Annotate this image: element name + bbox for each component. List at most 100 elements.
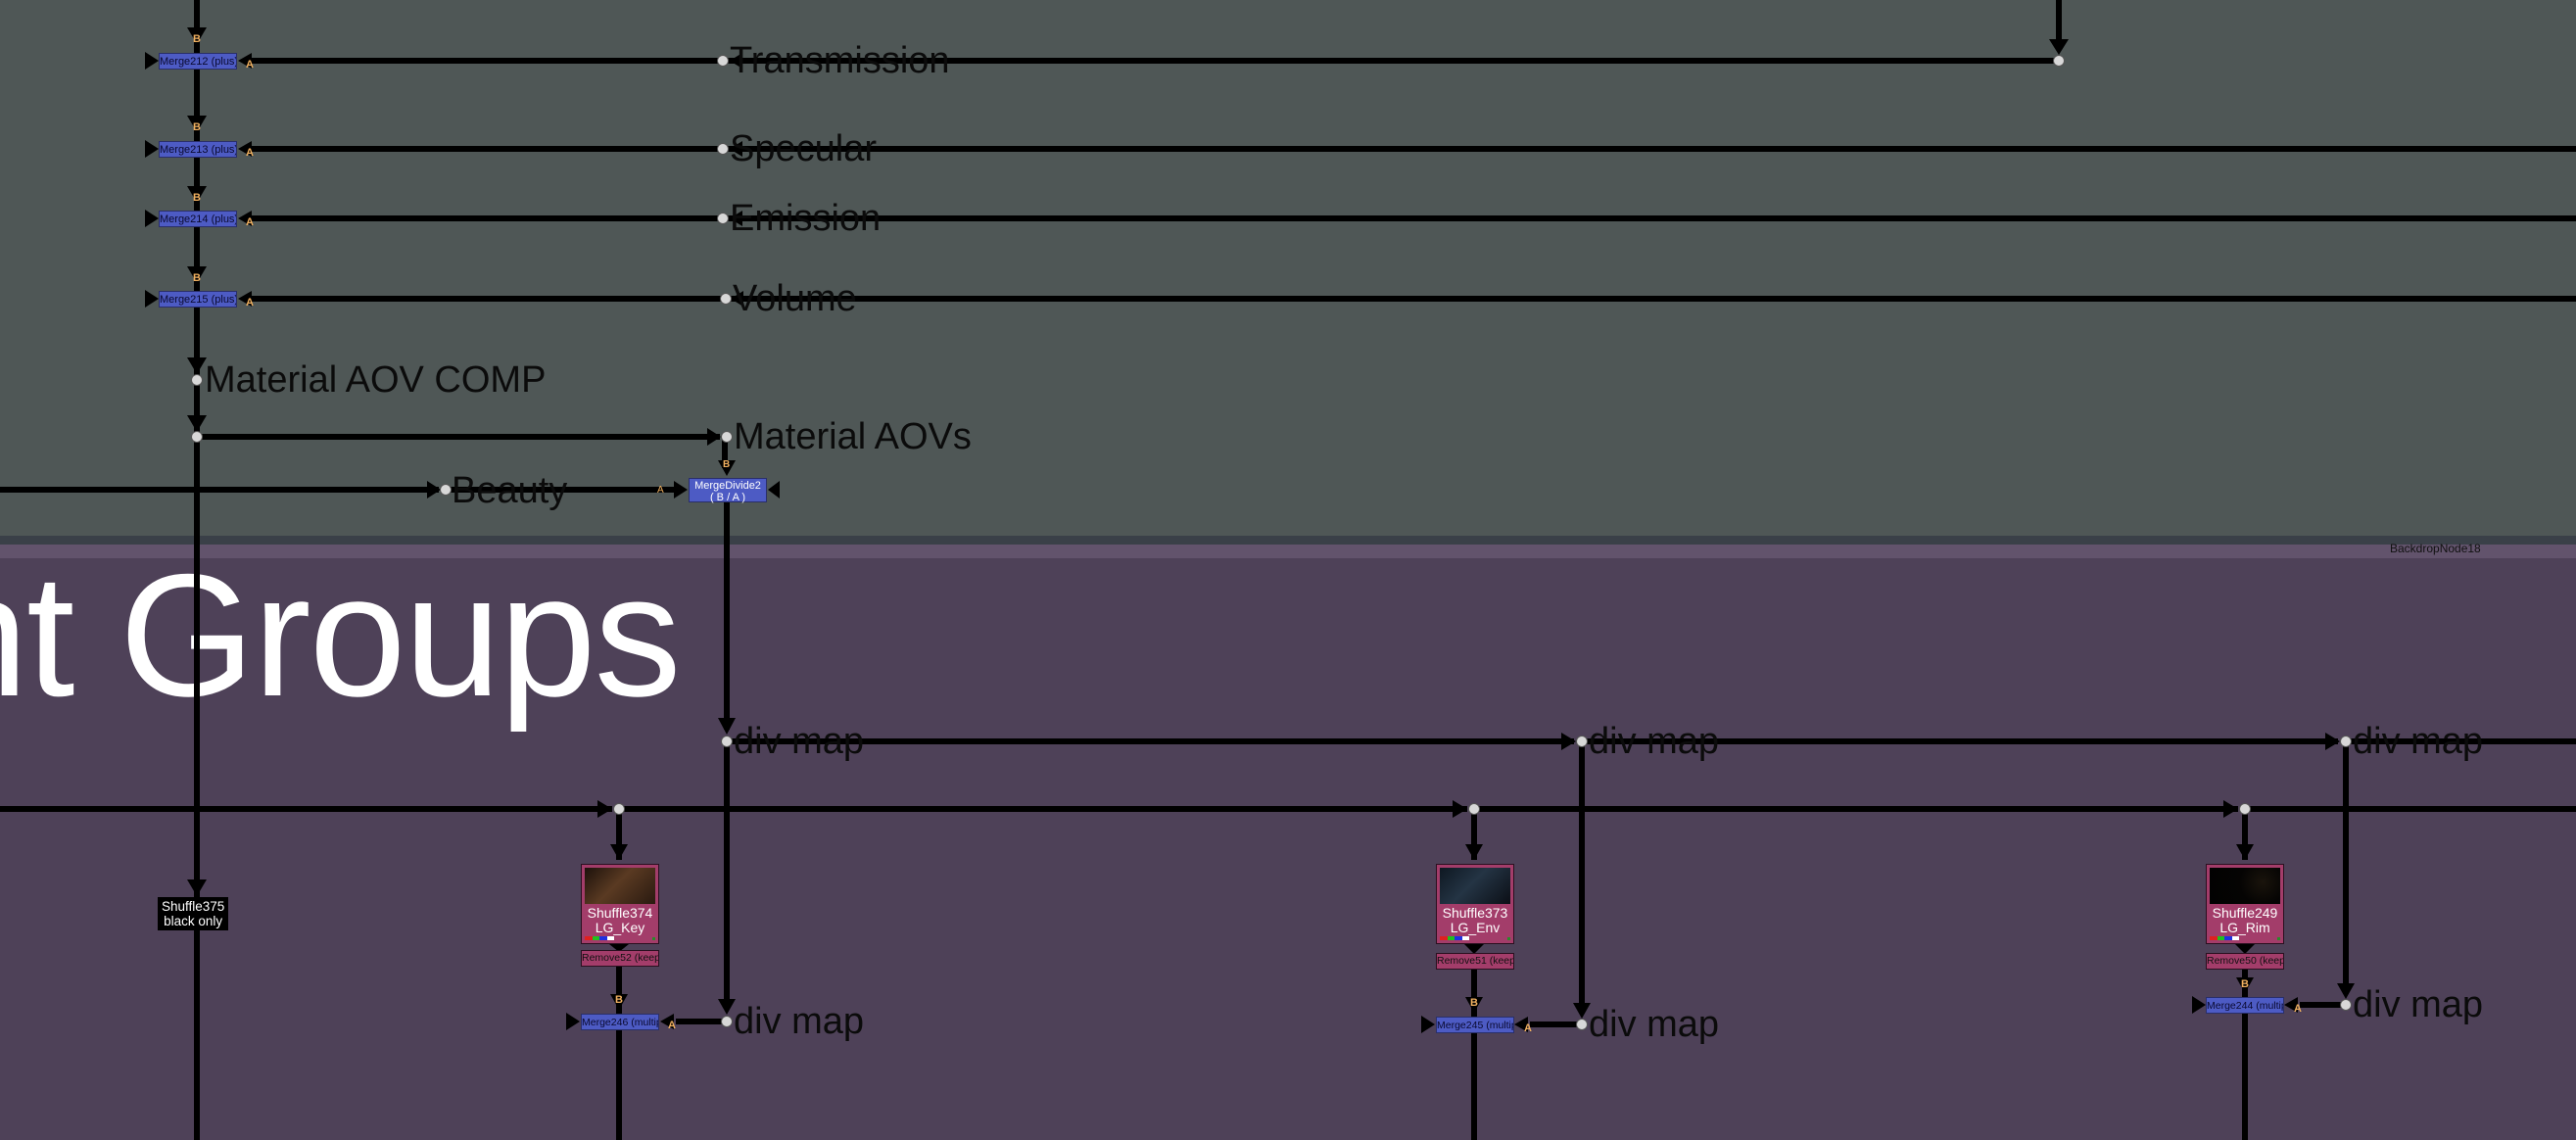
arrow-icon — [1465, 997, 1483, 1013]
input-b-label: B — [2241, 978, 2249, 990]
arrow-icon — [187, 186, 207, 203]
merge-node[interactable]: Merge214 (plus) — [159, 211, 237, 227]
dot-label-div-map[interactable]: div map — [2353, 984, 2484, 1025]
dot-label-transmission[interactable]: Transmission — [730, 40, 950, 81]
merge-node[interactable]: Merge212 (plus) — [159, 53, 237, 70]
arrow-icon — [610, 994, 628, 1010]
dot-label-div-map[interactable]: div map — [1589, 721, 1720, 762]
arrow-icon — [187, 415, 207, 432]
input-a-label: A — [246, 297, 254, 309]
input-a-label: A — [657, 485, 664, 496]
dot-label-emission[interactable]: Emission — [730, 198, 882, 239]
material-aov-backdrop[interactable] — [0, 0, 2576, 536]
arrow-icon — [187, 879, 207, 896]
shuffle-black-node[interactable]: Shuffle375 black only — [158, 897, 229, 930]
arrow-icon — [660, 1014, 674, 1029]
arrow-icon — [1573, 1003, 1591, 1019]
input-b-label: B — [193, 33, 201, 45]
dot-node — [440, 484, 452, 496]
arrow-icon — [1561, 733, 1576, 750]
dot-node — [720, 293, 732, 305]
arrow-icon — [2236, 844, 2254, 860]
merge-divide-name: MergeDivide2 — [694, 480, 761, 492]
merge-multiply-node[interactable]: Merge246 (multiply) — [581, 1014, 659, 1030]
input-b-label: B — [193, 121, 201, 133]
dot-label-material-aov-comp[interactable]: Material AOV COMP — [205, 359, 547, 401]
remove-node[interactable]: Remove52 (keep) — [581, 950, 659, 967]
arrow-icon — [610, 844, 628, 860]
dot-label-div-map[interactable]: div map — [734, 1001, 865, 1042]
dot-label-div-map[interactable]: div map — [734, 721, 865, 762]
thumbnail-image — [1440, 868, 1510, 904]
light-groups-backdrop[interactable] — [0, 558, 2576, 1140]
input-b-label: B — [193, 192, 201, 204]
arrow-icon — [238, 141, 252, 157]
arrow-icon — [187, 357, 207, 374]
dot-node — [613, 803, 625, 815]
arrow-icon — [731, 291, 743, 307]
arrow-icon — [187, 27, 207, 44]
merge-node[interactable]: Merge213 (plus) — [159, 141, 237, 158]
backdrop-node-label: BackdropNode18 — [2390, 542, 2481, 555]
merge-node[interactable]: Merge215 (plus) — [159, 291, 237, 308]
arrow-icon — [2236, 977, 2254, 993]
merge-multiply-node[interactable]: Merge245 (multiply) — [1436, 1017, 1514, 1033]
remove-node[interactable]: Remove50 (keep) — [2206, 953, 2284, 970]
arrow-icon — [1465, 844, 1483, 860]
shuffle-name: Shuffle375 — [162, 899, 225, 914]
dot-node — [721, 431, 733, 443]
dot-node — [2239, 803, 2251, 815]
dot-label-volume[interactable]: Volume — [733, 278, 857, 319]
shuffle-label: black only — [164, 914, 223, 928]
arrow-icon — [718, 460, 736, 476]
channel-indicator — [1440, 936, 1469, 940]
dot-node — [721, 1016, 733, 1027]
dot-node — [717, 143, 729, 155]
backdrop-title: nt Groups — [0, 538, 682, 733]
arrow-icon — [2284, 997, 2298, 1013]
merge-divide-node[interactable]: MergeDivide2 ( B / A ) — [689, 478, 767, 503]
dot-label-div-map[interactable]: div map — [2353, 721, 2484, 762]
arrow-icon — [730, 53, 742, 69]
dot-node — [191, 374, 203, 386]
dot-node — [1576, 1019, 1588, 1030]
arrow-icon — [238, 211, 252, 226]
dot-node — [2340, 736, 2352, 747]
arrow-icon — [1464, 944, 1484, 954]
thumbnail-image — [585, 868, 655, 904]
arrow-icon — [2049, 39, 2069, 55]
dot-node — [191, 431, 203, 443]
arrow-icon — [707, 428, 721, 446]
dot-node — [717, 55, 729, 67]
channel-indicator — [2210, 936, 2239, 940]
input-a-label: A — [246, 59, 254, 71]
merge-multiply-node[interactable]: Merge244 (multiply) — [2206, 997, 2284, 1014]
dot-node — [1576, 736, 1588, 747]
arrow-icon — [609, 944, 629, 952]
arrow-icon — [730, 211, 742, 226]
dot-label-specular[interactable]: Specular — [730, 128, 877, 169]
backdrop-header[interactable] — [0, 545, 2576, 558]
status-indicator — [2277, 937, 2280, 940]
remove-node[interactable]: Remove51 (keep) — [1436, 953, 1514, 970]
input-a-label: A — [2294, 1003, 2302, 1015]
input-b-label: B — [1470, 997, 1478, 1009]
thumbnail-image — [2210, 868, 2280, 904]
arrow-icon — [1514, 1017, 1528, 1032]
dot-label-div-map[interactable]: div map — [1589, 1004, 1720, 1045]
input-a-label: A — [668, 1020, 676, 1031]
dot-label-beauty[interactable]: Beauty — [452, 470, 568, 511]
status-indicator — [652, 937, 655, 940]
arrow-icon — [2235, 944, 2255, 954]
dot-node — [2053, 55, 2065, 67]
channel-indicator — [585, 936, 614, 940]
arrow-icon — [2192, 996, 2206, 1014]
dot-label-material-aovs[interactable]: Material AOVs — [734, 416, 972, 457]
